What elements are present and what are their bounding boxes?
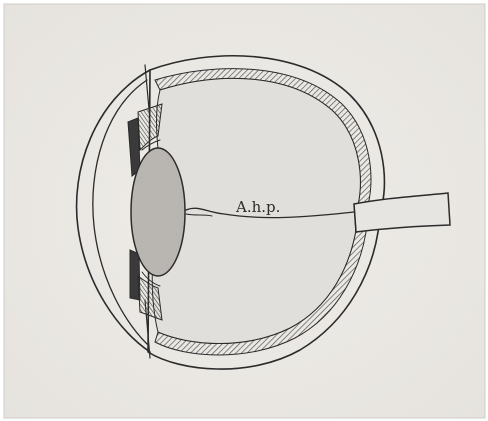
lens [131, 148, 185, 276]
axis-label: A.h.p. [235, 198, 280, 216]
